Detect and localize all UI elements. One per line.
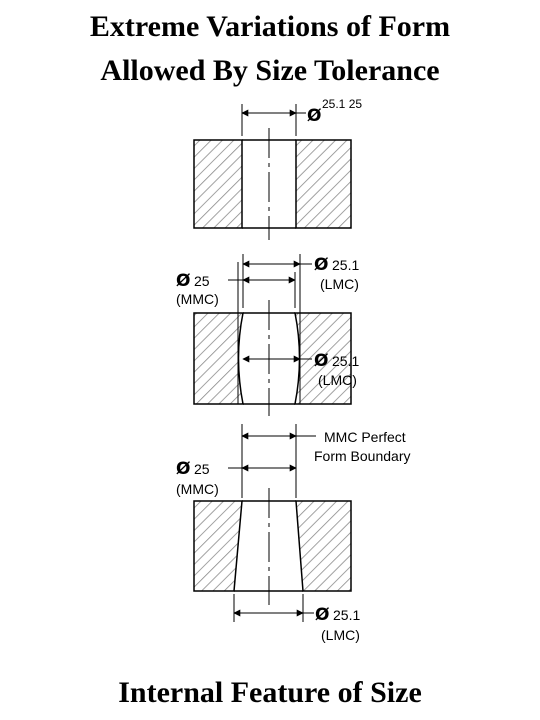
page-title-line-2: Allowed By Size Tolerance bbox=[100, 54, 440, 87]
middle-lmc-mid-value: 25.1 bbox=[332, 353, 359, 369]
bottom-mmc-note: (MMC) bbox=[176, 481, 219, 497]
bottom-mmc-value: 25 bbox=[194, 461, 210, 477]
bottom-left-wall bbox=[193, 500, 243, 592]
bottom-lmc-value: 25.1 bbox=[333, 607, 360, 623]
bottom-right-wall bbox=[295, 500, 352, 592]
middle-right-wall bbox=[294, 312, 352, 405]
top-view: Ø 25.1 25 bbox=[193, 97, 362, 240]
middle-view: Ø 25.1 (LMC) Ø 25 (MMC) Ø 25.1 (LMC) bbox=[176, 254, 359, 416]
diameter-icon: Ø bbox=[314, 255, 328, 275]
page-title-line-1: Extreme Variations of Form bbox=[89, 10, 451, 43]
bottom-boundary-line-1: MMC Perfect bbox=[324, 429, 406, 445]
bottom-view: MMC Perfect Form Boundary Ø 25 (MMC) Ø 2… bbox=[176, 424, 410, 643]
middle-lmc-top-note: (LMC) bbox=[320, 276, 359, 292]
bottom-lmc-note: (LMC) bbox=[321, 627, 360, 643]
middle-lmc-mid-note: (LMC) bbox=[318, 372, 357, 388]
top-dimension-label: 25.1 25 bbox=[322, 97, 362, 111]
diameter-icon: Ø bbox=[314, 351, 328, 371]
bottom-boundary-line-2: Form Boundary bbox=[314, 448, 410, 464]
middle-left-wall bbox=[193, 312, 244, 405]
diameter-icon: Ø bbox=[315, 605, 329, 625]
top-right-wall bbox=[295, 139, 352, 229]
diameter-icon: Ø bbox=[176, 271, 190, 291]
diameter-icon: Ø bbox=[176, 459, 190, 479]
top-left-wall bbox=[193, 139, 243, 229]
middle-mmc-note: (MMC) bbox=[176, 291, 219, 307]
middle-lmc-top-value: 25.1 bbox=[332, 257, 359, 273]
diameter-icon: Ø bbox=[307, 106, 321, 126]
middle-mmc-value: 25 bbox=[194, 273, 210, 289]
footer-caption: Internal Feature of Size bbox=[118, 676, 422, 709]
